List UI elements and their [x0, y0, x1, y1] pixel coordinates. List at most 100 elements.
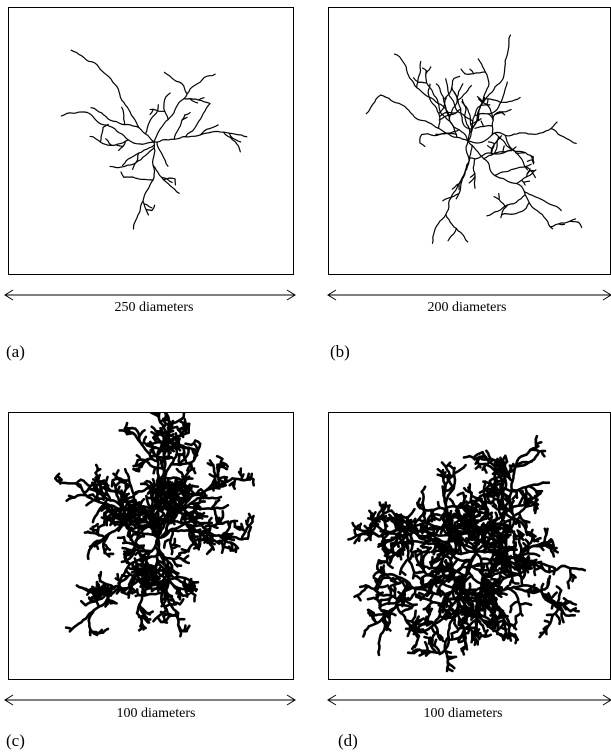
cluster-image-a	[9, 8, 293, 274]
cluster-branch	[170, 531, 173, 554]
scale-arrow-d	[327, 694, 611, 706]
panel-label-c: (c)	[6, 731, 25, 751]
cluster-branch	[151, 526, 160, 527]
cluster-branch	[378, 618, 385, 655]
cluster-branch	[117, 145, 123, 146]
cluster-branch	[468, 141, 553, 229]
cluster-branch	[164, 93, 170, 120]
cluster-branch	[461, 69, 465, 74]
cluster-branch	[88, 532, 105, 538]
cluster-branch	[457, 84, 463, 98]
cluster-branches-b	[366, 35, 581, 243]
cluster-branch	[512, 573, 513, 582]
panel-label-a: (a)	[6, 342, 25, 362]
cluster-branch	[214, 508, 218, 519]
cluster-branch	[136, 593, 162, 596]
cluster-branch	[122, 107, 125, 124]
scale-label-d: 100 diameters	[424, 706, 503, 722]
cluster-branch	[70, 619, 86, 632]
cluster-branch	[533, 157, 534, 163]
cluster-branch	[71, 50, 154, 142]
cluster-branch	[555, 613, 559, 624]
cluster-branch	[446, 215, 468, 242]
cluster-branch	[487, 99, 488, 105]
cluster-branch	[562, 566, 585, 570]
cluster-branch	[551, 129, 576, 144]
cluster-branch	[481, 121, 483, 126]
cluster-branches-d	[348, 436, 584, 671]
cluster-branch	[570, 221, 579, 222]
cluster-branch	[488, 142, 494, 144]
cluster-branch	[121, 172, 124, 177]
cluster-branch	[550, 219, 575, 227]
panel-label-b: (b)	[330, 342, 350, 362]
cluster-branch	[400, 559, 408, 574]
cluster-frame-b	[328, 7, 611, 275]
cluster-branches-c	[55, 413, 253, 636]
cluster-branch	[470, 69, 474, 74]
cluster-branch	[174, 115, 185, 139]
cluster-branch	[520, 603, 532, 605]
cluster-branch	[566, 615, 575, 616]
cluster-branch	[178, 588, 180, 597]
cluster-branch	[134, 142, 155, 229]
cluster-branch	[164, 72, 187, 94]
cluster-branch	[579, 222, 582, 227]
cluster-branch	[435, 623, 440, 640]
cluster-branch	[495, 164, 532, 175]
cluster-branches-a	[61, 50, 246, 229]
cluster-branch	[475, 126, 492, 129]
cluster-image-c	[9, 413, 293, 679]
cluster-branch	[432, 141, 469, 243]
cluster-branch	[110, 148, 154, 168]
cluster-branch	[422, 130, 459, 136]
cluster-branch	[448, 229, 456, 241]
cluster-branch	[484, 151, 512, 159]
cluster-frame-c	[8, 412, 294, 680]
cluster-frame-d	[328, 412, 611, 680]
cluster-branch	[528, 537, 533, 553]
cluster-branch	[470, 173, 474, 177]
cluster-branch	[502, 203, 530, 215]
cluster-branch	[248, 527, 251, 538]
cluster-branch	[232, 478, 250, 480]
cluster-branch	[397, 602, 419, 636]
cluster-branch	[189, 424, 190, 433]
cluster-branch	[366, 95, 380, 114]
cluster-branch	[524, 181, 530, 182]
cluster-branch	[503, 146, 504, 152]
cluster-branch	[418, 82, 427, 83]
cluster-branch	[465, 72, 485, 74]
cluster-branch	[456, 145, 472, 198]
cluster-branch	[428, 84, 440, 128]
cluster-branch	[545, 608, 559, 630]
cluster-branch	[124, 177, 153, 180]
cluster-branch	[185, 505, 223, 509]
cluster-branch	[143, 201, 148, 215]
cluster-image-d	[329, 413, 610, 679]
scale-arrow-c	[4, 694, 296, 706]
cluster-branch	[511, 602, 518, 607]
cluster-branch	[157, 142, 168, 166]
cluster-branch	[468, 122, 557, 143]
cluster-branch	[414, 78, 418, 82]
cluster-branch	[189, 542, 196, 551]
cluster-branch	[81, 480, 91, 487]
cluster-branch	[212, 497, 221, 498]
cluster-branch	[417, 61, 421, 87]
cluster-branch	[451, 531, 466, 532]
cluster-branch	[91, 108, 139, 128]
cluster-branch	[185, 113, 190, 115]
cluster-branch	[86, 601, 97, 605]
cluster-branch	[512, 483, 543, 491]
scale-label-a: 250 diameters	[115, 300, 194, 316]
cluster-branch	[481, 105, 490, 106]
cluster-image-b	[329, 8, 610, 274]
cluster-branch	[186, 104, 210, 137]
cluster-branch	[178, 613, 181, 636]
cluster-branch	[100, 127, 103, 142]
panel-label-d: (d)	[338, 731, 358, 751]
cluster-branch	[420, 135, 422, 143]
cluster-branch	[524, 192, 561, 211]
cluster-branch	[420, 508, 445, 511]
